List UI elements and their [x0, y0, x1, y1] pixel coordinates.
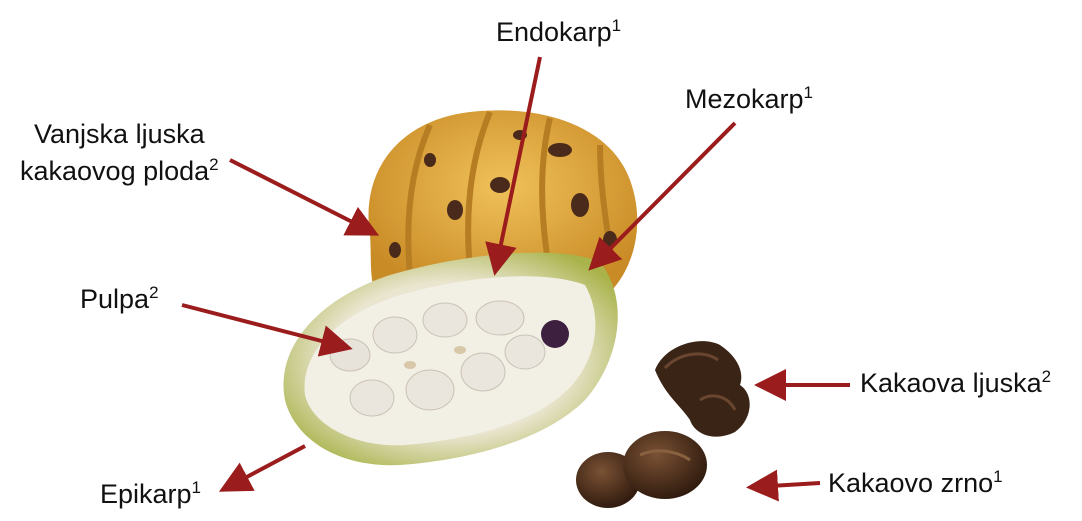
label-kakaovo-zrno-text: Kakaovo zrno [828, 468, 993, 498]
label-mezokarp: Mezokarp1 [685, 83, 813, 115]
label-endokarp-text: Endokarp [496, 17, 612, 47]
label-kakaova-ljuska: Kakaova ljuska2 [860, 367, 1051, 399]
label-kakaova-ljuska-sup: 2 [1042, 367, 1051, 386]
label-vanjska-line1: Vanjska ljuska [20, 116, 219, 153]
label-epikarp-sup: 1 [192, 478, 201, 497]
label-mezokarp-sup: 1 [804, 83, 813, 102]
cocoa-bean-image [576, 431, 707, 508]
label-kakaova-ljuska-text: Kakaova ljuska [860, 368, 1042, 398]
arrow-epikarp [226, 446, 305, 488]
label-vanjska-ljuska: Vanjska ljuska kakaovog ploda2 [20, 116, 219, 190]
label-vanjska-line2: kakaovog ploda2 [20, 153, 219, 190]
label-mezokarp-text: Mezokarp [685, 84, 804, 114]
label-vanjska-line2-text: kakaovog ploda [20, 156, 209, 186]
label-kakaovo-zrno: Kakaovo zrno1 [828, 467, 1003, 499]
arrow-vanjska [230, 160, 372, 232]
label-endokarp: Endokarp1 [496, 16, 621, 48]
label-kakaovo-zrno-sup: 1 [993, 467, 1002, 486]
label-pulpa-text: Pulpa [80, 284, 149, 314]
label-pulpa-sup: 2 [149, 283, 158, 302]
label-pulpa: Pulpa2 [80, 283, 159, 315]
arrow-kakaovo-zrno [754, 483, 820, 487]
cocoa-shell-image [655, 341, 750, 437]
label-epikarp-text: Epikarp [100, 479, 192, 509]
cocoa-pod-image [283, 110, 637, 465]
label-endokarp-sup: 1 [612, 16, 621, 35]
label-epikarp: Epikarp1 [100, 478, 201, 510]
label-vanjska-line2-sup: 2 [209, 155, 218, 174]
